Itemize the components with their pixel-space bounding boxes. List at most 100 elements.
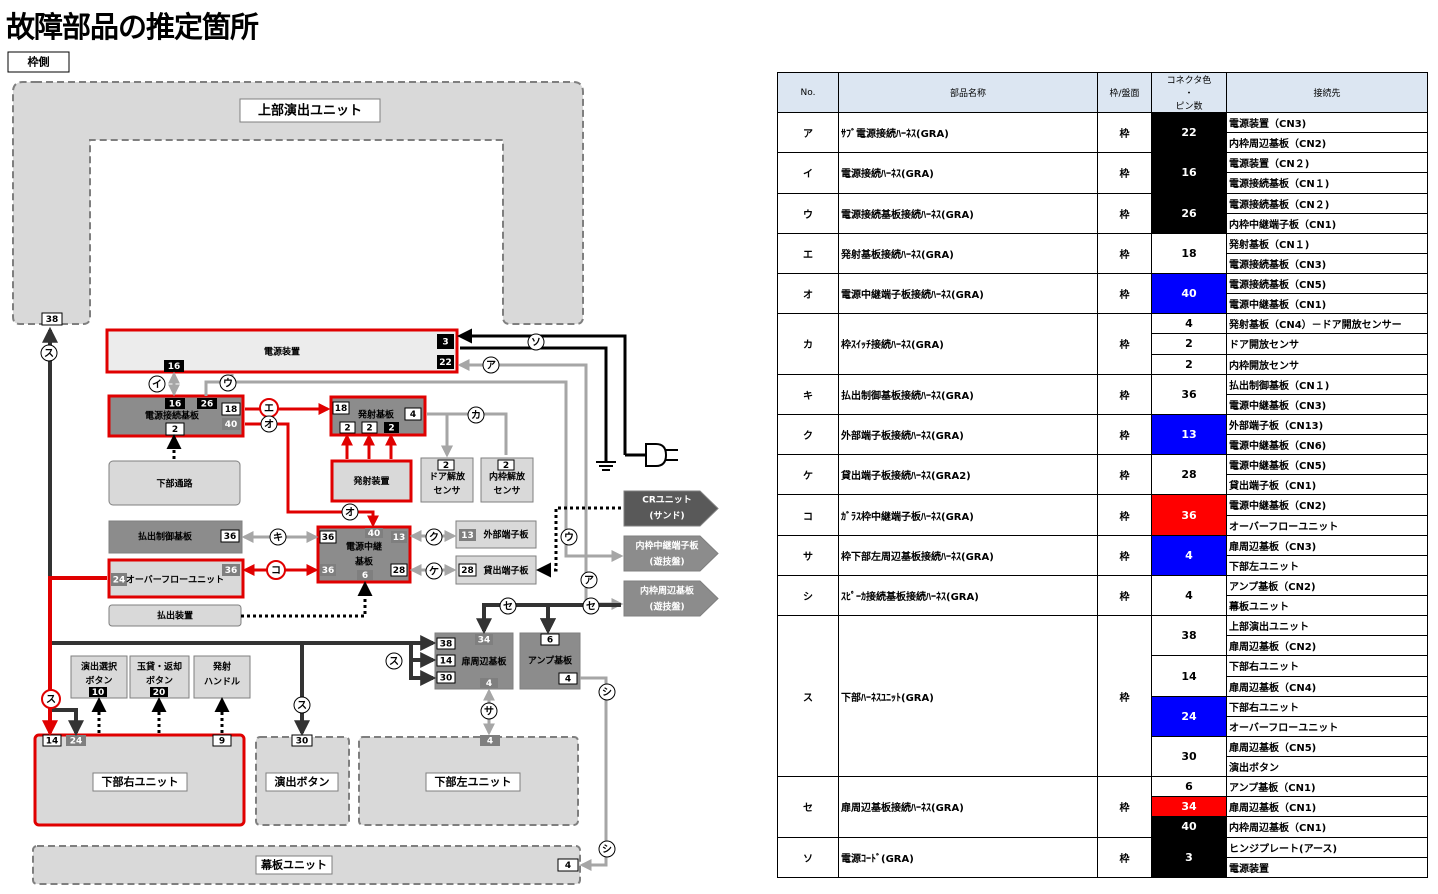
amp-board-label: アンプ基板 bbox=[528, 655, 573, 667]
table-header-row: No. 部品名称 枠/盤面 コネクタ色・ピン数 接続先 bbox=[777, 72, 1428, 113]
cell-dest: 電源装置（CN3) bbox=[1226, 111, 1428, 134]
cell-side: 枠 bbox=[1097, 836, 1152, 878]
pin-label: 13 bbox=[461, 531, 474, 541]
marker-shi: シ bbox=[602, 687, 612, 699]
cell-pins: 16 bbox=[1151, 152, 1227, 194]
cell-name: 電源接続基板接続ﾊｰﾈｽ(GRA) bbox=[838, 192, 1098, 234]
cell-side: 枠 bbox=[1097, 494, 1152, 536]
pin-label: 34 bbox=[478, 636, 491, 646]
pin-label: 18 bbox=[225, 405, 238, 415]
pin-box bbox=[391, 531, 407, 543]
cell-no: ク bbox=[777, 413, 839, 456]
col-no: No. bbox=[777, 72, 839, 113]
launch-handle-label: 発射 bbox=[212, 661, 231, 673]
cell-no: ケ bbox=[777, 454, 839, 496]
marker-i: イ bbox=[152, 379, 162, 391]
cell-pins: 40 bbox=[1151, 816, 1227, 838]
pin-label: 2 bbox=[388, 424, 394, 434]
cell-dest: ヒンジプレート(アース) bbox=[1226, 836, 1428, 858]
cell-side: 枠 bbox=[1097, 574, 1152, 617]
cell-dest: 演出ボタン bbox=[1226, 755, 1428, 778]
cell-pins: 14 bbox=[1151, 655, 1227, 697]
cell-dest: 電源中継基板（CN3) bbox=[1226, 393, 1428, 415]
cell-side: 枠 bbox=[1097, 313, 1152, 375]
cell-dest: オーバーフローユニット bbox=[1226, 514, 1428, 536]
ball-return-button bbox=[129, 655, 190, 699]
pin-label: 36 bbox=[224, 532, 237, 542]
marker-ko: コ bbox=[271, 566, 281, 577]
marker-su3: ス bbox=[297, 700, 307, 712]
launch-wires bbox=[341, 433, 397, 459]
cell-no: コ bbox=[777, 494, 839, 536]
pin-box bbox=[557, 858, 579, 872]
col-side: 枠/盤面 bbox=[1097, 72, 1152, 113]
launch-handle-label: ハンドル bbox=[204, 677, 240, 688]
cell-no: ソ bbox=[777, 836, 839, 878]
pin-box bbox=[165, 398, 185, 409]
pin-label: 10 bbox=[92, 688, 105, 698]
cell-pins: 24 bbox=[1151, 695, 1227, 737]
pin-label: 38 bbox=[46, 315, 59, 325]
cell-no: シ bbox=[777, 574, 839, 617]
cell-side: 枠 bbox=[1097, 192, 1152, 234]
cell-no: セ bbox=[777, 776, 839, 838]
dotted-connections bbox=[91, 434, 621, 733]
marker-so: ソ bbox=[531, 338, 541, 349]
marker-o: オ bbox=[264, 419, 274, 431]
cell-side: 枠 bbox=[1097, 534, 1152, 576]
cell-name: 扉周辺基板接続ﾊｰﾈｽ(GRA) bbox=[838, 776, 1098, 838]
cell-dest: アンプ基板（CN1) bbox=[1226, 776, 1428, 798]
effect-button-label-box bbox=[265, 772, 339, 792]
connection-shi bbox=[579, 676, 608, 871]
pin-box bbox=[212, 734, 232, 747]
connection-ka bbox=[427, 412, 508, 455]
marker-a: ア bbox=[486, 360, 496, 372]
cell-no: カ bbox=[777, 313, 839, 375]
cell-dest: 内枠周辺基板（CN1) bbox=[1226, 816, 1428, 838]
marker-sa: サ bbox=[484, 706, 494, 718]
cell-dest: 内枠周辺基板（CN2) bbox=[1226, 132, 1428, 154]
cell-pins: 40 bbox=[1151, 272, 1227, 315]
pin-box bbox=[357, 570, 373, 580]
pin-box bbox=[436, 654, 456, 667]
pin-label: 36 bbox=[225, 566, 238, 576]
effect-select-label: 演出選択 bbox=[81, 661, 118, 673]
cell-side: 枠 bbox=[1097, 776, 1152, 838]
pin-label: 28 bbox=[461, 566, 474, 576]
pin-label: 18 bbox=[335, 404, 348, 414]
cell-name: 外部端子板接続ﾊｰﾈｽ(GRA) bbox=[838, 413, 1098, 456]
pin-label: 28 bbox=[393, 566, 406, 576]
col-connector-mid: ・ bbox=[1184, 89, 1194, 99]
cell-pins: 38 bbox=[1151, 615, 1227, 657]
pin-box bbox=[436, 637, 456, 650]
pin-box bbox=[436, 671, 456, 684]
cell-dest: 扉周辺基板（CN1) bbox=[1226, 796, 1428, 818]
col-connector: コネクタ色・ピン数 bbox=[1151, 72, 1227, 113]
pin-box bbox=[111, 573, 127, 586]
cell-dest: 電源中継基板（CN2) bbox=[1226, 494, 1428, 516]
pin-box bbox=[164, 360, 184, 372]
cell-dest: アンプ基板（CN2) bbox=[1226, 574, 1428, 597]
door-sensor-label: ドア解放 bbox=[429, 471, 466, 483]
cell-name: 枠下部左周辺基板接続ﾊｰﾈｽ(GRA) bbox=[838, 534, 1098, 576]
pin-label: 4 bbox=[487, 737, 493, 747]
door-periph-label: 扉周辺基板 bbox=[460, 656, 507, 668]
overflow-unit-label: オーバーフローユニット bbox=[126, 575, 224, 586]
cell-pins: 4 bbox=[1151, 534, 1227, 576]
external-terminal-label: 外部端子板 bbox=[482, 529, 529, 541]
cell-no: イ bbox=[777, 152, 839, 194]
pin-label: 3 bbox=[442, 338, 448, 348]
door-sensor-label: センサ bbox=[433, 486, 460, 497]
cell-dest: 電源接続基板（CN１) bbox=[1226, 172, 1428, 194]
marker-shi2: シ bbox=[602, 844, 612, 856]
pin-label: 2 bbox=[366, 424, 372, 434]
wiring-diagram: .lbl{font-size:11px;font-weight:bold;tex… bbox=[7, 51, 719, 885]
cell-pins: 30 bbox=[1151, 735, 1227, 778]
pin-box bbox=[222, 564, 240, 576]
pin-label: 38 bbox=[440, 640, 453, 650]
